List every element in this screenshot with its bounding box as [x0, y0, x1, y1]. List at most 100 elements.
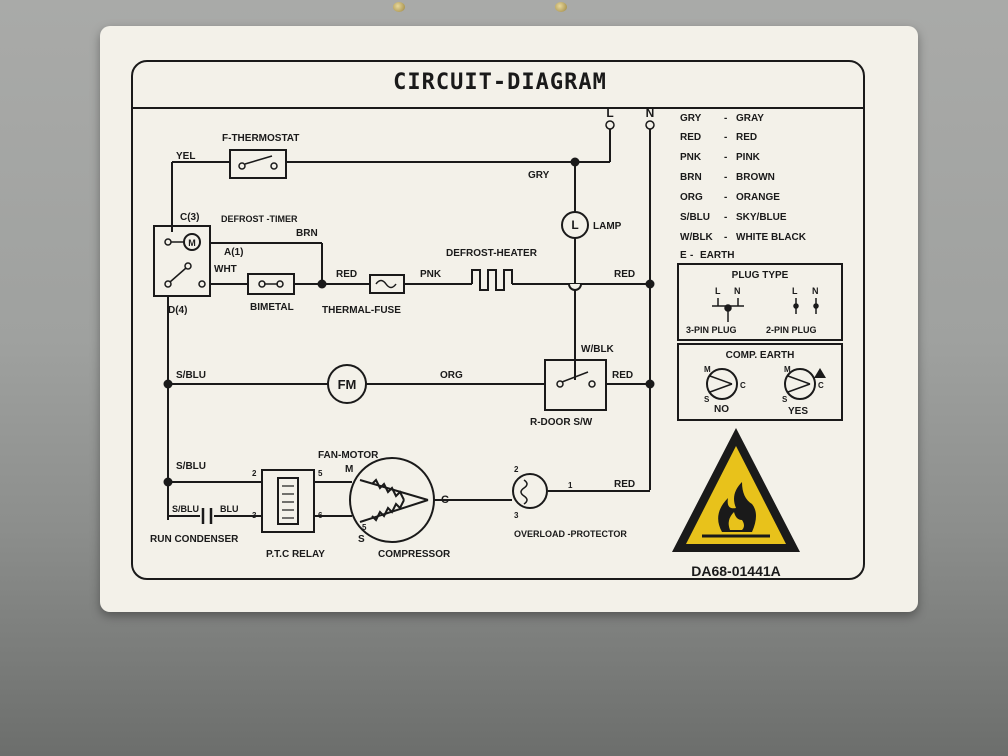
plug-3pin-icon — [712, 298, 744, 322]
label-fan-motor-m: M — [345, 464, 353, 475]
ptc-element-marks — [282, 485, 294, 519]
pin-relay-3: 3 — [252, 511, 257, 520]
legend-sep-6: - — [724, 232, 727, 243]
label-ptc-relay: P.T.C RELAY — [266, 549, 325, 560]
comp-earth-yes: YES — [788, 406, 808, 417]
label-run-condenser: RUN CONDENSER — [150, 534, 239, 545]
legend-sep-3: - — [724, 172, 727, 183]
wire-label-w-blk: W/BLK — [581, 344, 615, 355]
pin-relay-5: 5 — [318, 469, 323, 478]
legend-code-5: S/BLU — [680, 212, 710, 223]
legend-name-3: BROWN — [736, 172, 775, 183]
wire-label-sblu-1: S/BLU — [176, 370, 206, 381]
label-r-door-sw: R-DOOR S/W — [530, 417, 593, 428]
comp-earth-yes-m: M — [784, 365, 791, 374]
wire-label-red-3: RED — [612, 370, 633, 381]
legend-code-1: RED — [680, 132, 701, 143]
lamp-symbol: L — [561, 211, 589, 239]
pin-relay-6: 6 — [318, 511, 323, 520]
legend-code-2: PNK — [680, 152, 702, 163]
circuit-label-sticker — [100, 26, 918, 612]
wire-label-red-2: RED — [614, 269, 635, 280]
wire-label-wht: WHT — [214, 264, 237, 275]
label-overload-protector: OVERLOAD -PROTECTOR — [514, 529, 627, 539]
comp-earth-yes-s: S — [782, 395, 788, 404]
plug-3pin-l: L — [715, 286, 721, 296]
legend-code-6: W/BLK — [680, 232, 714, 243]
wires — [153, 125, 651, 543]
plug-2pin-label: 2-PIN PLUG — [766, 325, 817, 335]
diagram-title: CIRCUIT-DIAGRAM — [393, 70, 607, 95]
wire-label-yel: YEL — [176, 151, 195, 162]
label-f-thermostat: F-THERMOSTAT — [222, 133, 299, 144]
pin-comp-5: 5 — [362, 523, 367, 532]
legend-code-4: ORG — [680, 192, 703, 203]
thermal-fuse-symbol — [369, 274, 405, 294]
label-thermal-fuse: THERMAL-FUSE — [322, 305, 401, 316]
label-defrost-heater: DEFROST-HEATER — [446, 248, 538, 259]
plug-3pin-label: 3-PIN PLUG — [686, 325, 737, 335]
defrost-timer-box — [153, 225, 211, 297]
legend-code-0: GRY — [680, 113, 702, 124]
wire-label-gry: GRY — [528, 170, 550, 181]
label-c3: C(3) — [180, 212, 199, 223]
legend-name-4: ORANGE — [736, 192, 780, 203]
legend-sep-7: - — [690, 250, 693, 261]
overload-coil — [520, 479, 528, 505]
legend-name-0: GRAY — [736, 113, 764, 124]
r-door-switch-box — [544, 359, 607, 411]
terminal-n: N — [646, 106, 655, 120]
plug-2pin-l: L — [792, 286, 798, 296]
wire-label-blu: BLU — [220, 504, 239, 514]
wire-crossing-hop — [568, 283, 582, 291]
legend-code-3: BRN — [680, 172, 702, 183]
pin-relay-2: 2 — [252, 469, 257, 478]
label-compressor: COMPRESSOR — [378, 549, 451, 560]
wire-label-brn: BRN — [296, 228, 318, 239]
ptc-element — [277, 477, 299, 525]
legend-name-5: SKY/BLUE — [736, 212, 787, 223]
legend-sep-0: - — [724, 113, 727, 124]
comp-earth-yes-c: C — [818, 381, 824, 390]
plug-type-heading: PLUG TYPE — [732, 270, 789, 281]
f-thermostat-symbol — [229, 149, 287, 179]
plug-3pin-n: N — [734, 286, 741, 296]
color-legend: GRY - GRAY RED - RED PNK - PINK BRN - BR… — [680, 113, 807, 261]
comp-earth-no-c: C — [740, 381, 746, 390]
fan-motor-symbol: FM — [327, 364, 367, 404]
pin-olp-1: 1 — [568, 481, 573, 490]
label-lamp: LAMP — [593, 221, 622, 232]
legend-code-7: E — [680, 250, 687, 261]
pin-olp-3: 3 — [514, 511, 519, 520]
label-bimetal: BIMETAL — [250, 302, 294, 313]
plug-2pin-n: N — [812, 286, 819, 296]
comp-earth-panel: COMP. EARTH M C S NO M C S YES — [677, 343, 843, 421]
earth-icon — [814, 368, 826, 378]
label-compressor-c: C — [441, 494, 449, 506]
screw-right — [555, 2, 567, 12]
label-fan-motor: FAN-MOTOR — [318, 450, 379, 461]
flammable-warning-icon — [672, 428, 800, 552]
terminal-l: L — [606, 106, 613, 120]
legend-name-2: PINK — [736, 152, 761, 163]
label-compressor-s: S — [358, 534, 365, 545]
label-defrost-timer: DEFROST -TIMER — [221, 214, 298, 224]
label-a1: A(1) — [224, 247, 243, 258]
legend-name-1: RED — [736, 132, 757, 143]
legend-sep-5: - — [724, 212, 727, 223]
run-condenser-symbol — [201, 508, 213, 524]
comp-earth-heading: COMP. EARTH — [726, 350, 795, 361]
comp-earth-no-m: M — [704, 365, 711, 374]
svg-text:FM: FM — [338, 377, 357, 392]
bimetal-symbol — [247, 273, 295, 295]
wire-label-sblu-3: S/BLU — [172, 504, 199, 514]
ptc-relay-box — [261, 469, 315, 533]
overload-protector-circle — [512, 473, 548, 509]
defrost-heater-symbol — [471, 269, 513, 291]
svg-text:M: M — [188, 238, 196, 248]
diagram-frame — [131, 60, 865, 580]
legend-sep-1: - — [724, 132, 727, 143]
wire-label-red-1: RED — [336, 269, 357, 280]
wire-label-sblu-2: S/BLU — [176, 461, 206, 472]
